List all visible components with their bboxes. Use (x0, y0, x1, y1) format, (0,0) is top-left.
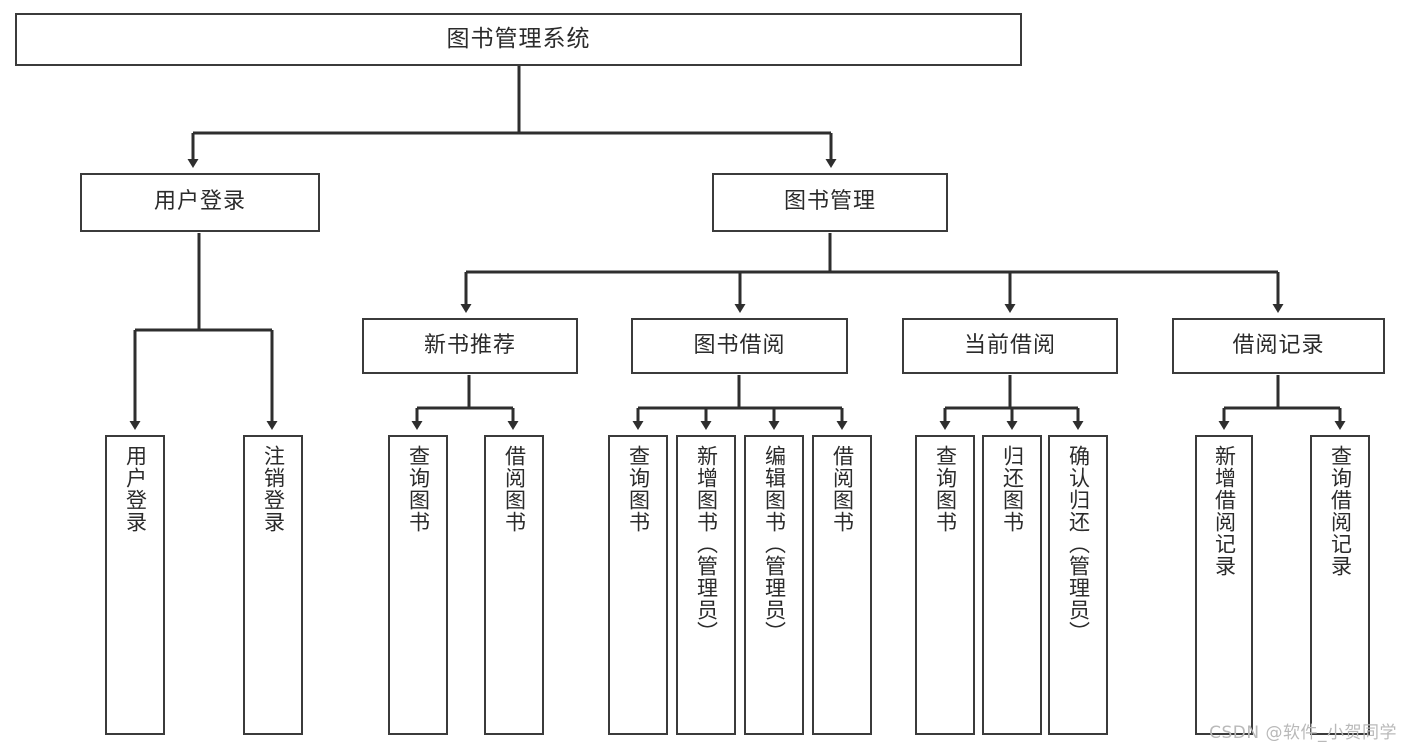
node-book-borrow[interactable]: 图书借阅 (631, 318, 848, 374)
node-root-label: 图书管理系统 (446, 25, 591, 52)
leaf-add-book-admin-label: 新增图书（管理员） (694, 445, 719, 643)
leaf-new-book-query-wrap: 查询图书 (390, 445, 446, 725)
leaf-edit-book-admin[interactable]: 编辑图书（管理员） (744, 435, 804, 735)
leaf-logout-wrap: 注销登录 (245, 445, 301, 725)
leaf-new-book-query[interactable]: 查询图书 (388, 435, 448, 735)
node-current-borrow-label: 当前借阅 (963, 332, 1056, 358)
node-current-borrow[interactable]: 当前借阅 (902, 318, 1118, 374)
leaf-borrow-book-wrap: 借阅图书 (814, 445, 870, 725)
leaf-new-book-borrow-label: 借阅图书 (502, 445, 527, 533)
leaf-new-book-borrow-wrap: 借阅图书 (486, 445, 542, 725)
leaf-return-book-wrap: 归还图书 (984, 445, 1040, 725)
leaf-borrow-query-book[interactable]: 查询图书 (608, 435, 668, 735)
csdn-watermark: CSDN @软件_小贺同学 (1209, 723, 1397, 743)
leaf-add-book-admin-wrap: 新增图书（管理员） (678, 445, 734, 725)
node-borrow-record-label: 借阅记录 (1232, 332, 1325, 358)
leaf-add-borrow-record-wrap: 新增借阅记录 (1197, 445, 1251, 725)
leaf-query-borrow-record[interactable]: 查询借阅记录 (1310, 435, 1370, 735)
leaf-confirm-return-admin-label: 确认归还（管理员） (1066, 445, 1091, 643)
leaf-logout-label: 注销登录 (261, 445, 286, 533)
node-new-book-recommend-label: 新书推荐 (423, 332, 516, 358)
leaf-add-borrow-record-label: 新增借阅记录 (1212, 445, 1237, 577)
leaf-new-book-query-label: 查询图书 (406, 445, 431, 533)
node-book-management[interactable]: 图书管理 (712, 173, 948, 232)
node-book-borrow-label: 图书借阅 (693, 332, 786, 358)
node-root[interactable]: 图书管理系统 (15, 13, 1022, 66)
leaf-add-borrow-record[interactable]: 新增借阅记录 (1195, 435, 1253, 735)
node-book-management-label: 图书管理 (783, 189, 876, 215)
leaf-borrow-book[interactable]: 借阅图书 (812, 435, 872, 735)
node-user-login-label: 用户登录 (153, 189, 246, 215)
leaf-borrow-query-book-wrap: 查询图书 (610, 445, 666, 725)
node-borrow-record[interactable]: 借阅记录 (1172, 318, 1385, 374)
leaf-confirm-return-admin-wrap: 确认归还（管理员） (1050, 445, 1106, 725)
leaf-logout[interactable]: 注销登录 (243, 435, 303, 735)
leaf-query-borrow-record-label: 查询借阅记录 (1328, 445, 1353, 577)
leaf-user-login[interactable]: 用户登录 (105, 435, 165, 735)
leaf-borrow-book-label: 借阅图书 (830, 445, 855, 533)
leaf-edit-book-admin-label: 编辑图书（管理员） (762, 445, 787, 643)
leaf-user-login-wrap: 用户登录 (107, 445, 163, 725)
leaf-current-query-book-wrap: 查询图书 (917, 445, 973, 725)
leaf-query-borrow-record-wrap: 查询借阅记录 (1312, 445, 1368, 725)
leaf-return-book[interactable]: 归还图书 (982, 435, 1042, 735)
leaf-new-book-borrow[interactable]: 借阅图书 (484, 435, 544, 735)
leaf-confirm-return-admin[interactable]: 确认归还（管理员） (1048, 435, 1108, 735)
leaf-edit-book-admin-wrap: 编辑图书（管理员） (746, 445, 802, 725)
leaf-return-book-label: 归还图书 (1000, 445, 1025, 533)
leaf-borrow-query-book-label: 查询图书 (626, 445, 651, 533)
leaf-user-login-label: 用户登录 (123, 445, 148, 533)
leaf-current-query-book-label: 查询图书 (933, 445, 958, 533)
node-new-book-recommend[interactable]: 新书推荐 (362, 318, 578, 374)
node-user-login[interactable]: 用户登录 (80, 173, 320, 232)
leaf-add-book-admin[interactable]: 新增图书（管理员） (676, 435, 736, 735)
leaf-current-query-book[interactable]: 查询图书 (915, 435, 975, 735)
